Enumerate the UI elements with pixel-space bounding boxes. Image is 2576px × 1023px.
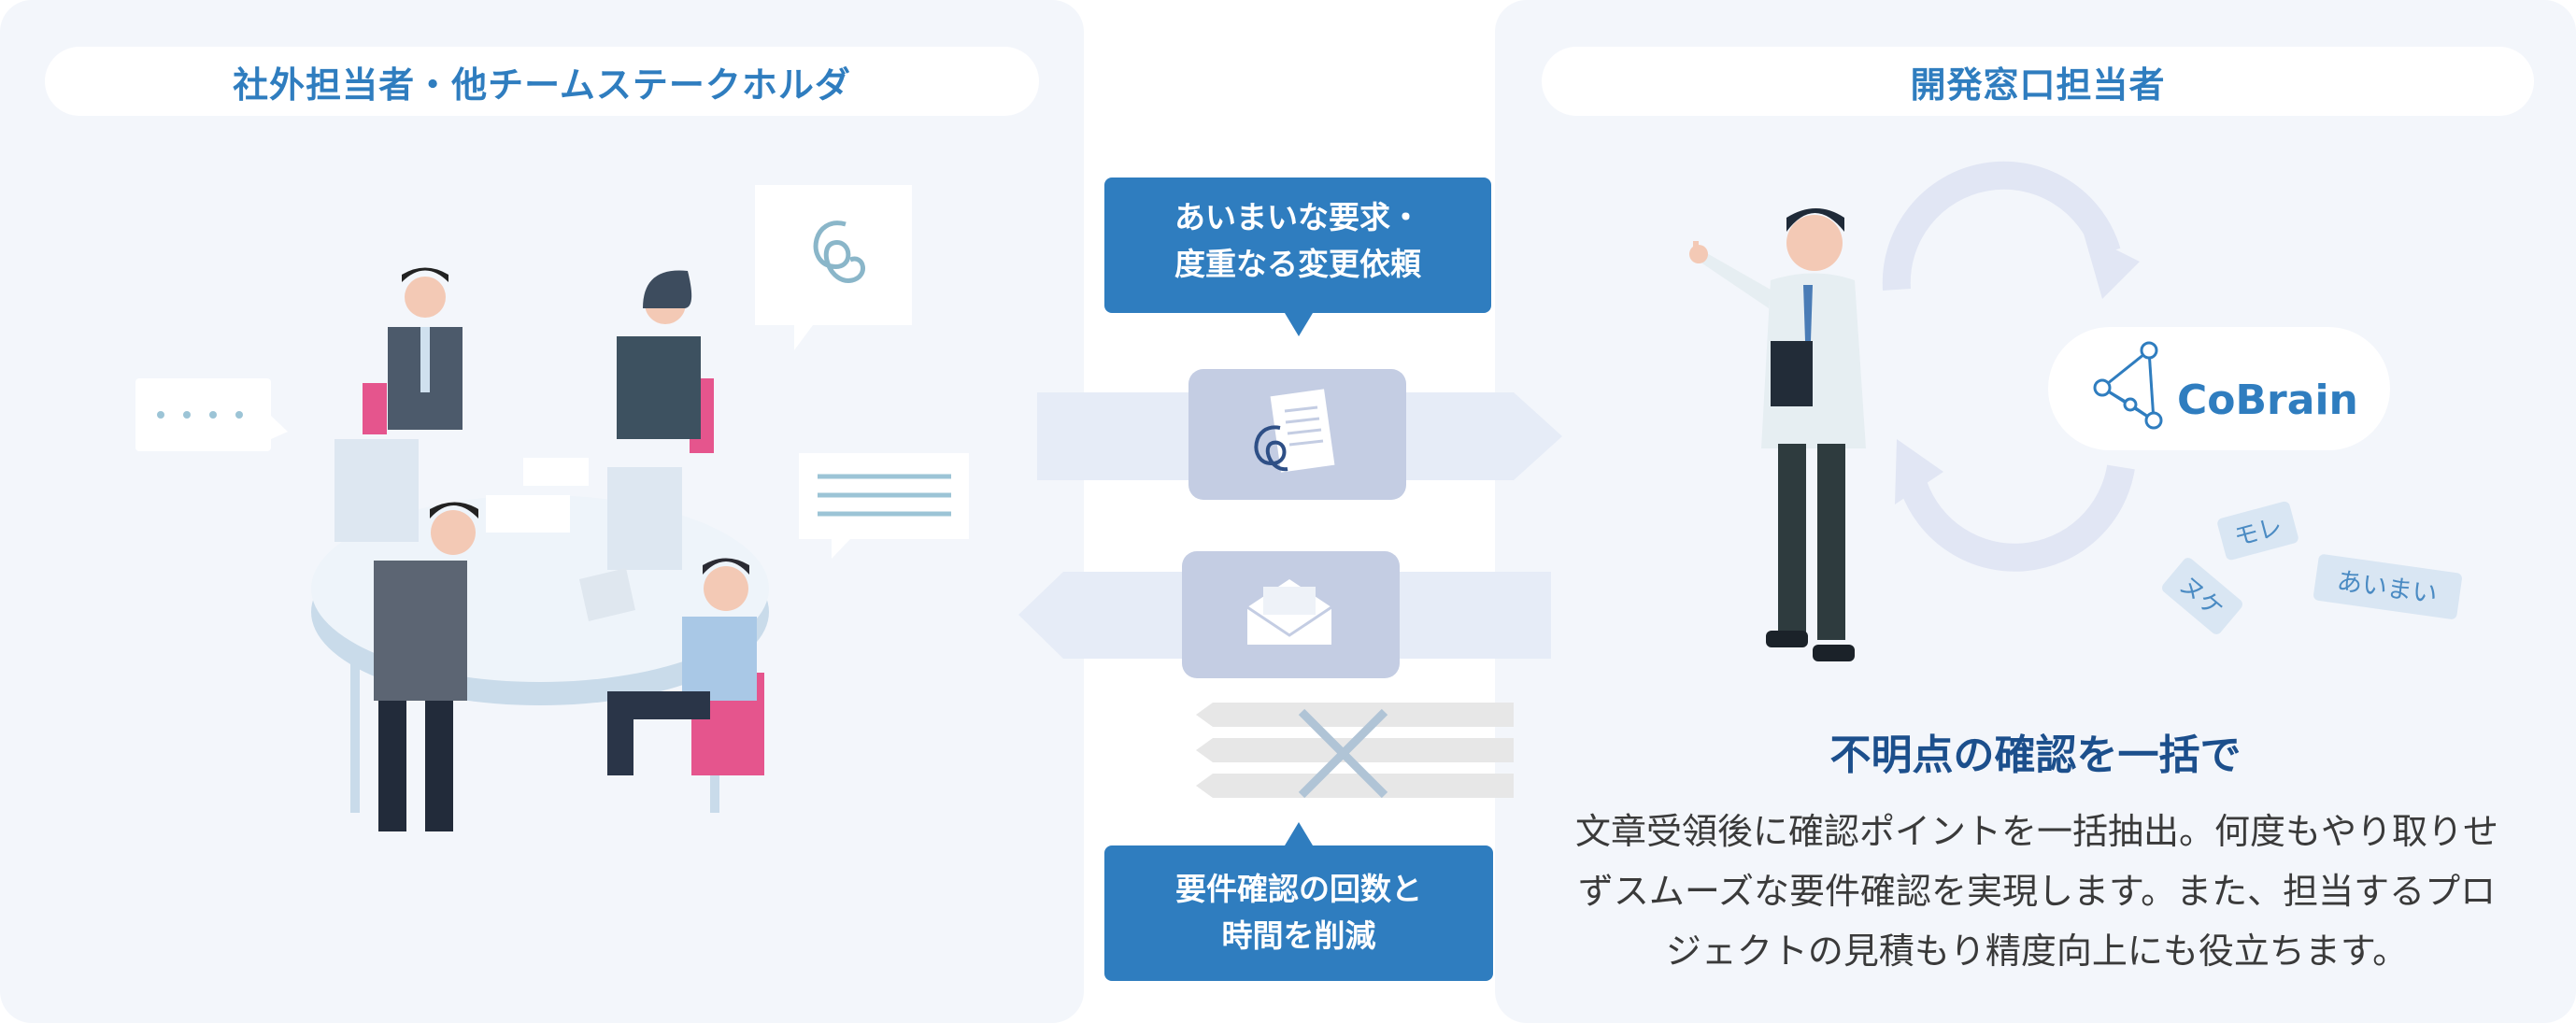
network-logo-icon (2093, 341, 2163, 430)
result-description-line: ずスムーズな要件確認を実現します。また、担当するプロ (1577, 871, 2497, 912)
result-heading: 不明点の確認を一括で (1829, 732, 2242, 779)
text-speech-bubble-icon (799, 453, 969, 559)
result-description-line: ジェクトの見積もり精度向上にも役立ちます。 (1665, 931, 2409, 972)
cross-icon (1298, 708, 1388, 799)
dev-contact-panel-title: 開発窓口担当者 (1542, 47, 2534, 116)
issue-callout-line2: 度重なる変更依頼 (1174, 246, 1421, 282)
repeated-exchange-arrows (1196, 703, 1514, 798)
tag-nuke: ヌケ (2162, 558, 2242, 634)
cobrain-logo-badge (2048, 327, 2390, 450)
tag-more: モレ (2217, 501, 2298, 561)
result-description-line: 文章受領後に確認ポイントを一括抽出。何度もやり取りせ (1574, 811, 2498, 852)
envelope-card-icon (1182, 551, 1400, 678)
result-callout-line2: 時間を削減 (1221, 917, 1376, 954)
center-flow (1018, 313, 1562, 845)
tag-aimai: あいまい (2313, 554, 2462, 619)
cobrain-logo-text: CoBrain (2177, 377, 2358, 424)
result-callout: 要件確認の回数と 時間を削減 (1104, 845, 1493, 981)
issue-callout: あいまいな要求・ 度重なる変更依頼 (1104, 178, 1491, 313)
result-description: 文章受領後に確認ポイントを一括抽出。何度もやり取りせ ずスムーズな要件確認を実現… (1532, 802, 2541, 981)
stakeholder-panel-title: 社外担当者・他チームステークホルダ (45, 47, 1039, 116)
ellipsis-speech-bubble-icon (135, 378, 288, 451)
result-callout-line1: 要件確認の回数と (1175, 871, 1422, 907)
document-card-icon (1188, 369, 1406, 500)
issue-callout-line1: あいまいな要求・ (1174, 199, 1421, 235)
confused-speech-bubble-icon (755, 185, 912, 350)
developer-illustration: CoBrain モレ ヌケ あいまい (1689, 161, 2462, 661)
meeting-illustration (135, 185, 969, 831)
